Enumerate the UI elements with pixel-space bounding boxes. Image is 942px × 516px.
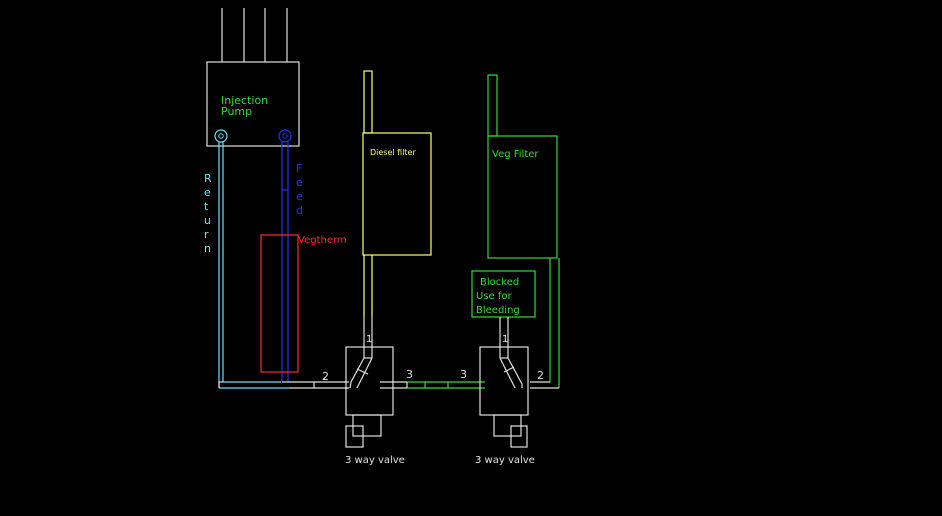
injection-pump-body <box>206 61 300 147</box>
feed-label-d: d <box>296 204 303 217</box>
valve2-port1-label: 1 <box>502 334 508 345</box>
vegtherm-heater <box>260 234 299 373</box>
valve1-port3-label: 3 <box>406 368 413 381</box>
return-line <box>218 142 290 389</box>
valve1-caption: 3 way valve <box>345 455 405 466</box>
injection-pump-label-line2: Pump <box>221 105 252 118</box>
feed-port <box>278 129 292 143</box>
bleed-port: Blocked Use for Bleeding <box>471 270 536 347</box>
diesel-filter-label: Diesel filter <box>370 148 416 157</box>
valve2-caption: 3 way valve <box>475 455 535 466</box>
diesel-filter-body <box>362 132 432 256</box>
return-label-r2: r <box>204 228 209 241</box>
blocked-label-line1: Blocked <box>480 277 519 288</box>
veg-filter-body <box>487 135 558 259</box>
return-port <box>214 129 228 143</box>
feed-label-e2: e <box>296 190 303 203</box>
feed-label-f: F <box>296 162 302 175</box>
veg-filter-label: Veg Filter <box>492 149 539 160</box>
vegtherm-label: Vegtherm <box>298 235 347 246</box>
feed-to-valve1-pipe <box>288 381 349 389</box>
injection-pump-label-line1: Injection <box>221 94 268 107</box>
return-label-n: n <box>204 242 211 255</box>
injection-pump: Injection Pump <box>206 8 300 147</box>
return-label-r: R <box>204 172 212 185</box>
feed-label-e: e <box>296 176 303 189</box>
veg-filter: Veg Filter <box>487 74 560 389</box>
blocked-label-line3: Bleeding <box>476 305 520 316</box>
feed-line <box>281 142 289 383</box>
three-way-valve-1 <box>345 346 394 448</box>
return-label-u: u <box>204 214 211 227</box>
valve1-port2-label: 2 <box>322 370 329 383</box>
return-label-t: t <box>204 200 209 213</box>
return-label-e: e <box>204 186 211 199</box>
valve2-port3-label: 3 <box>460 368 467 381</box>
three-way-valve-2 <box>479 346 529 448</box>
valve2-port2-label: 2 <box>537 369 544 382</box>
diesel-filter: Diesel filter <box>362 70 432 346</box>
blocked-label-line2: Use for <box>476 291 512 302</box>
blocked-bleeding-box <box>471 270 536 318</box>
valve-connecting-pipe <box>380 381 485 389</box>
valve1-port1-label: 1 <box>366 334 372 345</box>
